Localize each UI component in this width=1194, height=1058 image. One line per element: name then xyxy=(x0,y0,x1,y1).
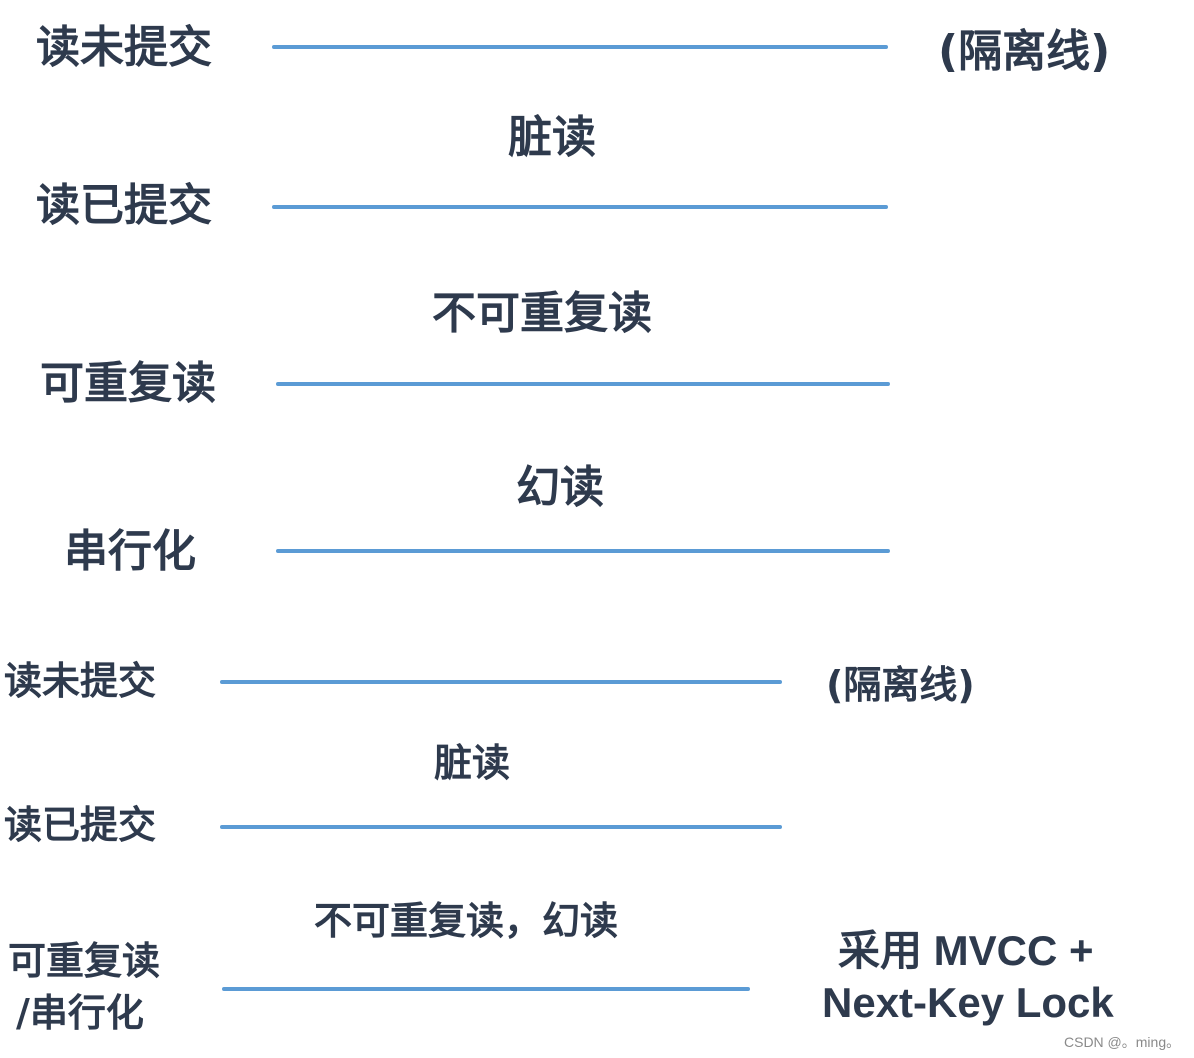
separator-note: (隔离线) xyxy=(938,26,1111,77)
isolation-line-4 xyxy=(276,549,890,553)
solution-line-2: Next-Key Lock xyxy=(822,979,1114,1026)
level-read-uncommitted: 读未提交 xyxy=(4,659,157,703)
isolation-line-3 xyxy=(276,382,890,386)
anomaly-non-repeatable-and-phantom: 不可重复读，幻读 xyxy=(314,899,619,943)
level-serializable: /串行化 xyxy=(16,991,144,1035)
level-repeatable-read: 可重复读 xyxy=(8,939,161,983)
watermark: CSDN @。ming。 xyxy=(1064,1034,1181,1050)
isolation-line-1 xyxy=(220,680,782,684)
separator-note: (隔离线) xyxy=(826,663,975,707)
level-read-committed: 读已提交 xyxy=(36,180,212,231)
anomaly-non-repeatable-read: 不可重复读 xyxy=(432,288,652,339)
solution-line-1: 采用 MVCC + xyxy=(838,927,1094,974)
isolation-line-1 xyxy=(272,45,888,49)
anomaly-dirty-read: 脏读 xyxy=(508,112,596,163)
level-serializable: 串行化 xyxy=(64,526,196,577)
level-read-uncommitted: 读未提交 xyxy=(36,22,212,73)
level-repeatable-read: 可重复读 xyxy=(40,358,216,409)
anomaly-dirty-read: 脏读 xyxy=(434,741,511,785)
level-read-committed: 读已提交 xyxy=(4,803,157,847)
isolation-line-2 xyxy=(220,825,782,829)
isolation-line-2 xyxy=(272,205,888,209)
isolation-line-3 xyxy=(222,987,750,991)
anomaly-phantom-read: 幻读 xyxy=(516,462,604,513)
